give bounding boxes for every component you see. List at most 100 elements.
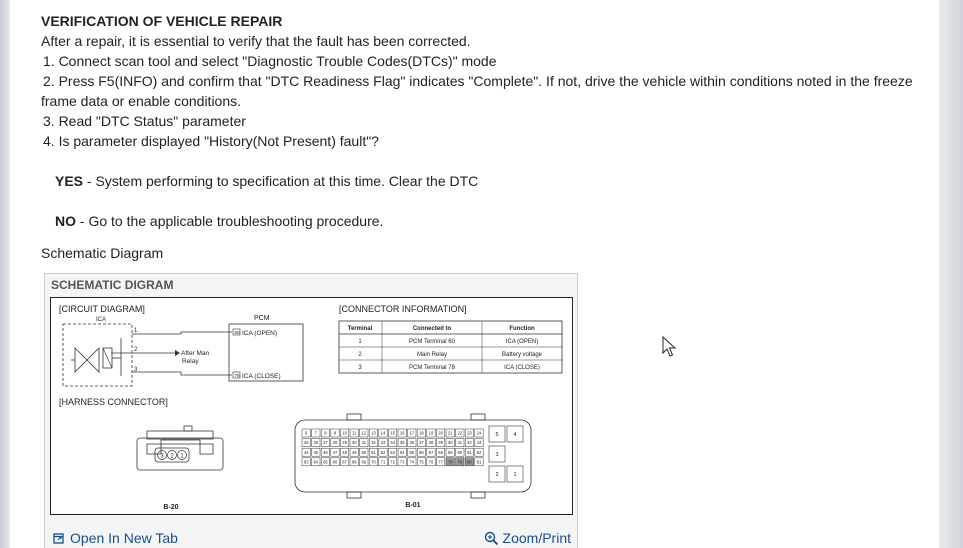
b01-side-pin [506,425,524,443]
b01-pin-label: 42 [467,440,472,445]
b01-pin-label: 34 [390,440,395,445]
b01-side-pin [488,465,506,483]
b01-pin-label: 81 [477,459,482,464]
open-in-new-tab-link[interactable]: Open In New Tab [53,530,178,546]
b01-pin-cell [359,438,369,447]
b01-pin-cell [426,428,436,438]
b01-pin-cell [407,428,417,438]
b01-pin-label: 24 [477,431,482,436]
b01-pin-cell [474,447,484,457]
b01-pin-cell [330,457,340,467]
b01-pin-cell [320,447,330,457]
b01-pin-label: 6 [305,431,308,436]
b01-pin-label: 51 [371,450,376,455]
wire-3-label: 3 [134,367,138,373]
b01-pin-cell [311,428,321,438]
b01-pin-label: 69 [361,459,366,464]
b01-pin-label: 66 [333,459,338,464]
b01-pin-cell [426,457,436,467]
b01-pin-cell [349,447,359,457]
pcm-pin-60: 60 [235,330,241,335]
b01-pin-label: 38 [429,440,434,445]
b01-pin-cell [474,438,484,447]
b01-side-pin-label: 4 [513,432,516,438]
zoom-icon [484,531,498,545]
b01-pin-label: 55 [409,450,414,455]
b01-pin-cell [388,428,398,438]
connector-b20: 3 2 1 [136,425,224,471]
b01-pin-label: 14 [381,431,386,436]
b01-pin-cell [320,438,330,447]
b01-pin-label: 56 [419,450,424,455]
b01-pin-cell [330,447,340,457]
b01-pin-label: 8 [324,431,327,436]
pcm-box [228,323,304,382]
step-2: 2. Press F5(INFO) and confirm that "DTC … [43,73,913,89]
table-cell: PCM Terminal 60 [409,339,456,345]
b01-pin-label: 39 [438,440,443,445]
b01-pin-label: 72 [390,459,395,464]
b01-pin-label: 17 [409,431,414,436]
table-cell: Battery voltage [502,352,543,358]
pcm-pin-close-label: ICA (CLOSE) [242,373,281,380]
b01-pin-cell [407,447,417,457]
b01-pin-label: 27 [323,440,328,445]
b01-pin-cell [340,447,350,457]
b01-pin-label: 20 [438,431,443,436]
mouse-cursor-icon [662,336,677,357]
article-content: VERIFICATION OF VEHICLE REPAIR After a r… [41,11,931,263]
table-header-connected: Connected to [413,326,452,332]
b01-pin-label: 13 [371,431,376,436]
yes-label: YES [55,173,84,189]
window-frame-right [939,0,963,548]
b01-pin-cell [301,447,311,457]
b01-pin-label: 9 [334,431,337,436]
b01-pin-cell [464,438,474,447]
b01-pin-cell [368,428,378,438]
b01-pin-cell [340,457,350,467]
b01-pin-cell [455,438,465,447]
b01-pin-label: 22 [457,431,462,436]
b01-pin-cell [388,438,398,447]
b01-pin-cell [378,447,388,457]
b01-pin-label: 73 [400,459,405,464]
zoom-print-link[interactable]: Zoom/Print [484,530,571,546]
b01-pin-label: 32 [371,440,376,445]
b01-pin-label: 16 [400,431,405,436]
b01-pin-label: 36 [409,440,414,445]
no-label: NO [55,213,76,229]
b01-pin-cell [330,438,340,447]
b01-pin-label: 60 [457,450,462,455]
b01-pin-cell [426,447,436,457]
wire-2-label: 2 [134,347,138,353]
b01-pin-label: 67 [342,459,347,464]
b01-pin-label: 45 [313,450,318,455]
b20-pin: 1 [180,454,184,460]
schematic-diagram-image[interactable]: [CIRCUIT DIAGRAM] ICA PCM 1 3 2 After Ma… [50,297,573,515]
b01-pin-label: 41 [457,440,462,445]
b01-pin-cell [311,457,321,467]
b01-pin-label: 25 [304,440,309,445]
b01-pin-label: 33 [381,440,386,445]
b01-pin-label: 21 [448,431,453,436]
b01-pin-cell [320,457,330,467]
b01-pin-label: 78 [448,459,453,464]
b01-pin-label: 58 [438,450,443,455]
b01-pin-cell [407,438,417,447]
b01-pin-label: 10 [342,431,347,436]
figure-footer: Open In New Tab Zoom/Print [45,527,577,548]
b01-pin-cell [359,428,369,438]
b01-pin-cell [474,457,484,467]
table-cell: PCM Terminal 78 [409,365,456,371]
b01-pin-cell [311,438,321,447]
b01-pin-cell [455,428,465,438]
step-1: 1. Connect scan tool and select "Diagnos… [43,53,497,69]
b01-side-pin-label: 1 [513,472,516,478]
table-cell: ICA (CLOSE) [504,365,540,371]
b01-pin-cell [464,447,474,457]
b01-pin-cell [416,457,426,467]
b01-pin-cell [445,457,455,467]
document-page: VERIFICATION OF VEHICLE REPAIR After a r… [10,0,939,548]
table-header-function: Function [509,326,535,332]
